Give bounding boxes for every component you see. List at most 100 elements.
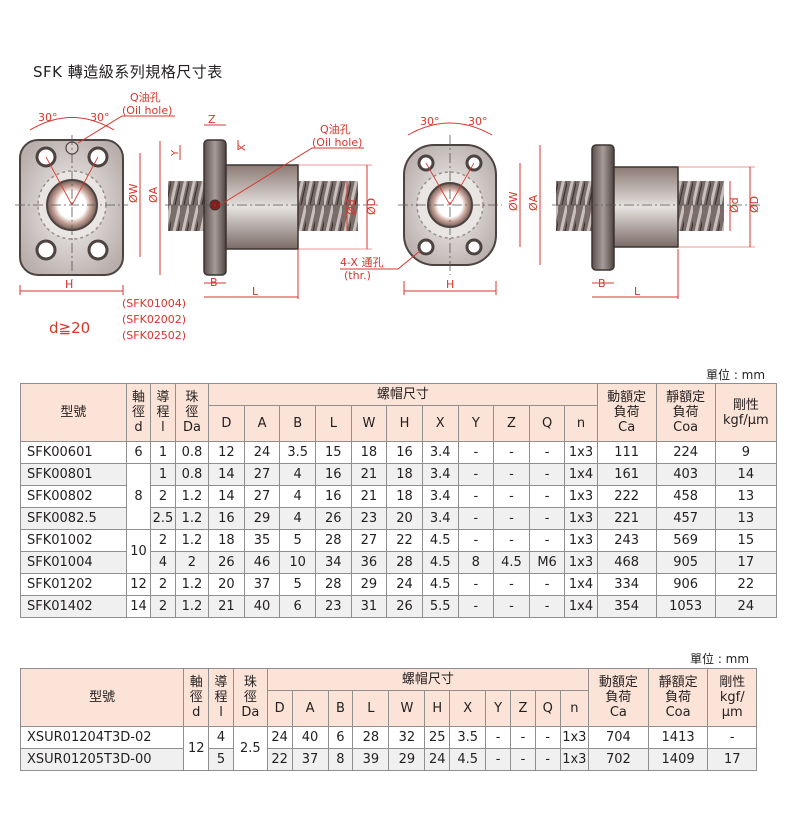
header-col-x: X <box>421 405 459 442</box>
cell-q: - <box>528 441 566 464</box>
cell-w: 27 <box>350 529 388 552</box>
cell-w: 21 <box>350 485 388 508</box>
cell-lead: 2.5 <box>150 507 176 530</box>
cell-static-load: 458 <box>655 485 716 508</box>
dim-H: H <box>446 278 454 291</box>
cell-b: 6 <box>279 595 316 618</box>
cell-d: 26 <box>208 551 245 574</box>
cell-n: 1x4 <box>564 463 598 486</box>
cell-q: - <box>528 595 566 618</box>
cell-shaft: 12 <box>125 573 152 596</box>
cell-lead: 4 <box>208 726 234 749</box>
dim-L: L <box>252 285 259 298</box>
cell-lead: 2 <box>150 485 176 508</box>
cell-y: - <box>457 485 495 508</box>
angle-label: 30° <box>38 111 58 124</box>
cell-shaft: 14 <box>125 595 152 618</box>
cell-w: 36 <box>350 551 388 574</box>
cell-ball: 1.2 <box>174 573 210 596</box>
cell-h: 24 <box>386 573 423 596</box>
cell-z: - <box>510 748 536 771</box>
cell-n: 1x3 <box>564 485 598 508</box>
cell-dynamic-load: 468 <box>596 551 657 574</box>
cell-rigidity: 14 <box>714 463 778 486</box>
cell-a: 37 <box>291 748 329 771</box>
dim-d: Ød <box>345 199 358 215</box>
cell-shaft: 10 <box>125 529 152 574</box>
cell-h: 28 <box>386 551 423 574</box>
cell-z: - <box>493 485 530 508</box>
header-col-q: Q <box>528 405 566 442</box>
cell-w: 32 <box>388 726 426 749</box>
cell-n: 1x4 <box>564 573 598 596</box>
thru-hole-label: 4-X 通孔 <box>340 256 383 269</box>
cell-ball: 2.5 <box>232 726 268 771</box>
cell-dynamic-load: 704 <box>588 726 649 749</box>
cell-h: 18 <box>386 463 423 486</box>
cell-b: 8 <box>327 748 354 771</box>
cell-lead: 1 <box>150 463 176 486</box>
cell-h: 16 <box>386 441 423 464</box>
dim-D: ØD <box>748 196 761 213</box>
cell-model: SFK00802 <box>20 485 127 508</box>
cell-b: 6 <box>327 726 354 749</box>
cell-b: 5 <box>279 529 316 552</box>
cell-shaft: 6 <box>125 441 152 464</box>
cell-lead: 5 <box>208 748 234 771</box>
technical-drawing: 30° 30° Q油孔 (Oil hole) H ØW ØA Z Y X Q油孔… <box>15 90 761 342</box>
cell-w: 29 <box>350 573 388 596</box>
header-col-n: n <box>564 405 598 442</box>
cell-b: 10 <box>279 551 316 574</box>
cell-d: 18 <box>208 529 245 552</box>
dim-D: ØD <box>365 198 378 215</box>
cell-lead: 1 <box>150 441 176 464</box>
cell-lead: 4 <box>150 551 176 574</box>
cell-static-load: 1413 <box>647 726 709 749</box>
cell-d: 20 <box>208 573 245 596</box>
cell-d: 21 <box>208 595 245 618</box>
header-col-n: n <box>559 690 590 727</box>
cell-h: 25 <box>424 726 451 749</box>
cell-h: 26 <box>386 595 423 618</box>
cell-l: 28 <box>315 529 352 552</box>
model-note: (SFK02502) <box>122 329 186 342</box>
cell-n: 1x4 <box>564 595 598 618</box>
oil-hole-label-en: (Oil hole) <box>312 136 362 149</box>
page-title: SFK 轉造級系列規格尺寸表 <box>33 63 223 81</box>
cell-model: XSUR01204T3D-02 <box>19 726 185 749</box>
header-col-b: B <box>327 690 354 727</box>
cell-dynamic-load: 354 <box>596 595 657 618</box>
cell-z: - <box>493 441 530 464</box>
cell-ball: 1.2 <box>174 529 210 552</box>
cell-x: 4.5 <box>421 573 459 596</box>
cell-q: - <box>534 748 561 771</box>
cell-z: 4.5 <box>493 551 530 574</box>
header-col-q: Q <box>534 690 561 727</box>
cell-rigidity: - <box>707 726 757 749</box>
header-col-w: W <box>388 690 426 727</box>
cell-n: 1x3 <box>564 441 598 464</box>
cell-n: 1x3 <box>564 551 598 574</box>
cell-x: 4.5 <box>421 529 459 552</box>
cell-shaft: 8 <box>125 463 152 530</box>
cell-model: SFK00801 <box>20 463 127 486</box>
cell-static-load: 569 <box>655 529 716 552</box>
cell-w: 18 <box>350 441 388 464</box>
cell-a: 29 <box>243 507 281 530</box>
cell-static-load: 224 <box>655 441 716 464</box>
unit-label: 單位 : mm <box>690 652 750 666</box>
cell-w: 31 <box>350 595 388 618</box>
cell-l: 28 <box>315 573 352 596</box>
cell-y: - <box>457 463 495 486</box>
dim-A: ØA <box>527 194 540 211</box>
header-col-z: Z <box>510 690 536 727</box>
cell-z: - <box>493 507 530 530</box>
